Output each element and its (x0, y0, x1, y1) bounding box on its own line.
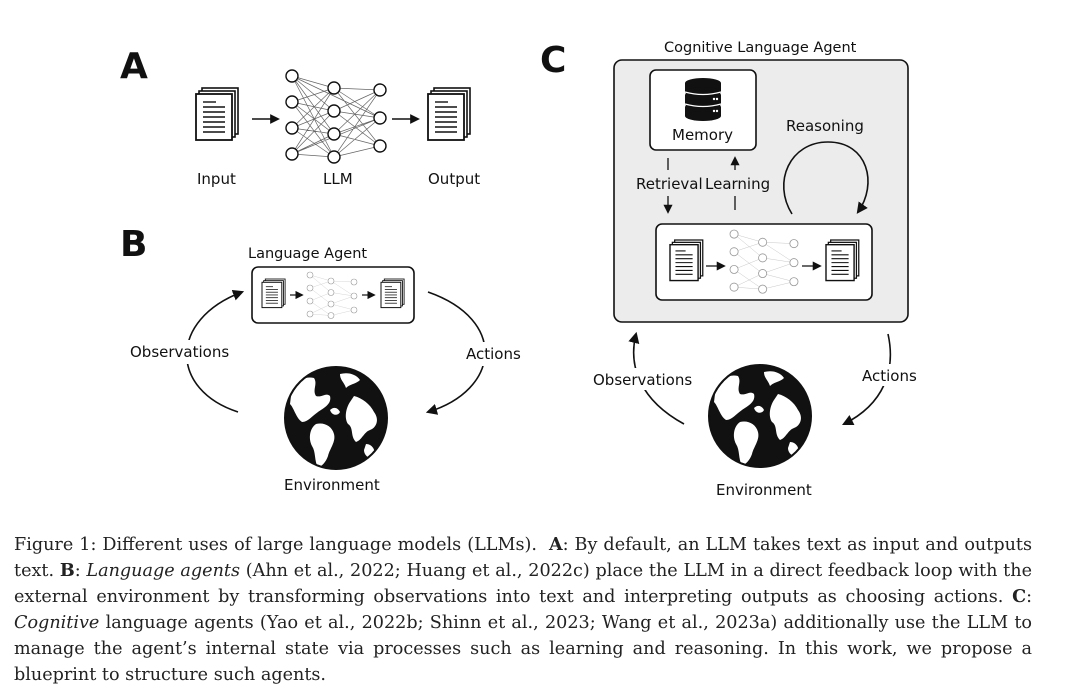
caption-c-italic: Cognitive (14, 613, 100, 633)
caption-c-sep: : (1026, 587, 1033, 607)
caption-b-italic: Language agents (86, 561, 240, 581)
memory-database-icon (684, 78, 722, 121)
b-actions-label: Actions (466, 345, 521, 363)
panel-b-letter: B (120, 224, 147, 265)
caption-c-label: C (1012, 586, 1027, 607)
memory-label: Memory (672, 126, 733, 144)
c-environment-label: Environment (716, 481, 812, 499)
c-observations-label: Observations (593, 371, 692, 389)
llm-label: LLM (323, 170, 353, 188)
agent-b-output-document-icon (380, 278, 405, 309)
panel-c: C Cognitive Language Agent Memory Reason… (540, 40, 922, 499)
caption-intro: Different uses of large language models … (102, 535, 537, 555)
caption-c-text: language agents (Yao et al., 2022b; Shin… (14, 613, 1032, 685)
caption-a-label: A (548, 534, 563, 555)
caption-figure-label: Figure 1: (14, 535, 97, 555)
c-output-document-icon (825, 239, 860, 282)
retrieval-label: Retrieval (636, 175, 703, 193)
figure-caption: Figure 1: Different uses of large langua… (14, 532, 1032, 688)
panel-a: A Input LLM Output (120, 46, 480, 188)
learning-label: Learning (705, 175, 770, 193)
figure-1: A Input LLM Output B Language Agent Obse… (120, 40, 922, 499)
c-environment-globe-icon (709, 365, 811, 467)
panel-b: B Language Agent Observations Actions En… (120, 224, 526, 494)
panel-c-letter: C (540, 40, 566, 81)
input-label: Input (197, 170, 236, 188)
input-document-icon (195, 87, 239, 141)
panel-a-letter: A (120, 46, 148, 87)
caption-a-text: : By default, an LLM takes text as input… (14, 535, 1033, 581)
agent-b-input-document-icon (261, 278, 286, 309)
b-observations-label: Observations (130, 343, 229, 361)
caption-b-sep: : (74, 561, 87, 581)
output-label: Output (428, 170, 480, 188)
llm-neural-network-icon (285, 69, 387, 164)
caption-b-label: B (59, 560, 75, 581)
c-input-document-icon (669, 239, 704, 282)
caption-b-text: (Ahn et al., 2022; Huang et al., 2022c) … (14, 561, 1032, 607)
b-environment-globe-icon (285, 367, 387, 469)
output-document-icon (427, 87, 471, 141)
language-agent-title: Language Agent (248, 246, 367, 262)
cognitive-agent-title: Cognitive Language Agent (664, 40, 857, 56)
c-actions-label: Actions (862, 367, 917, 385)
reasoning-label: Reasoning (786, 117, 864, 135)
b-environment-label: Environment (284, 476, 380, 494)
